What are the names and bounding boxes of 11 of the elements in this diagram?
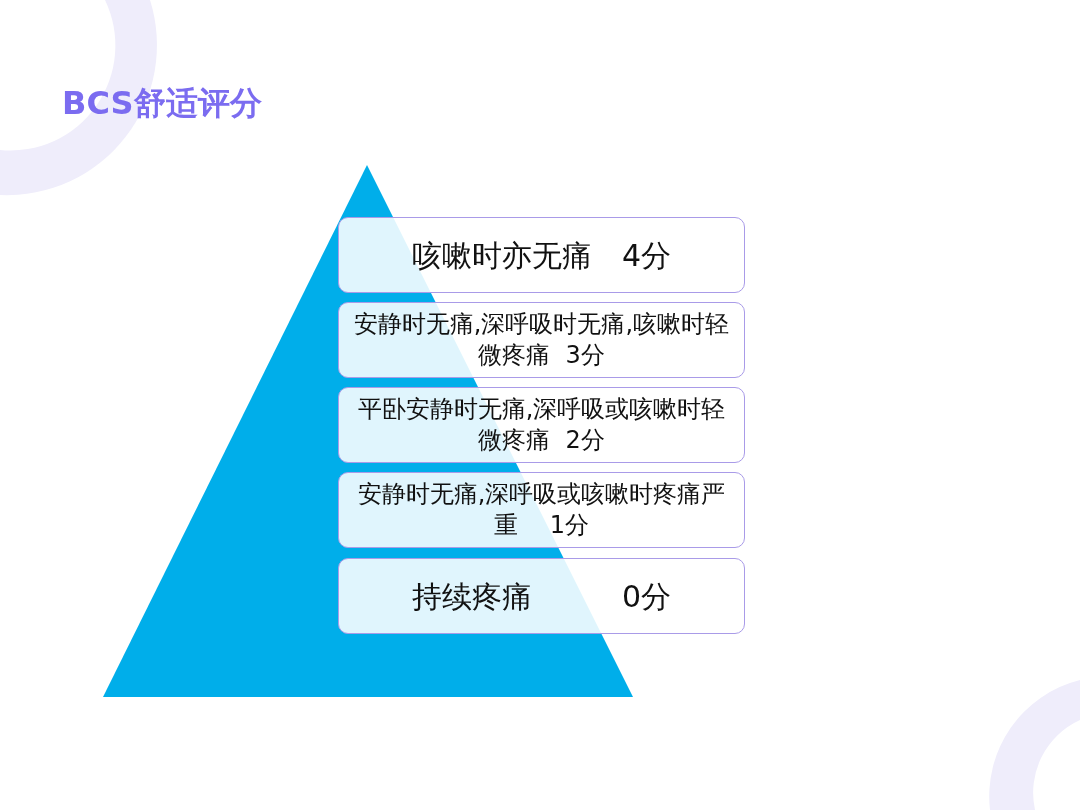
score-text: 安静时无痛,深呼吸或咳嗽时疼痛严重 1分 bbox=[356, 478, 727, 541]
score-box bbox=[338, 387, 745, 463]
score-box bbox=[338, 302, 745, 378]
score-text: 持续疼痛 0分 bbox=[410, 577, 673, 616]
slide-title: BCS舒适评分 bbox=[62, 83, 262, 124]
score-text: 安静时无痛,深呼吸时无痛,咳嗽时轻微疼痛 3分 bbox=[352, 308, 731, 371]
score-box bbox=[338, 217, 745, 293]
score-text: 平卧安静时无痛,深呼吸或咳嗽时轻微疼痛 2分 bbox=[356, 393, 727, 456]
score-box bbox=[338, 472, 745, 548]
score-box bbox=[338, 558, 745, 634]
score-text: 咳嗽时亦无痛 4分 bbox=[410, 236, 673, 275]
